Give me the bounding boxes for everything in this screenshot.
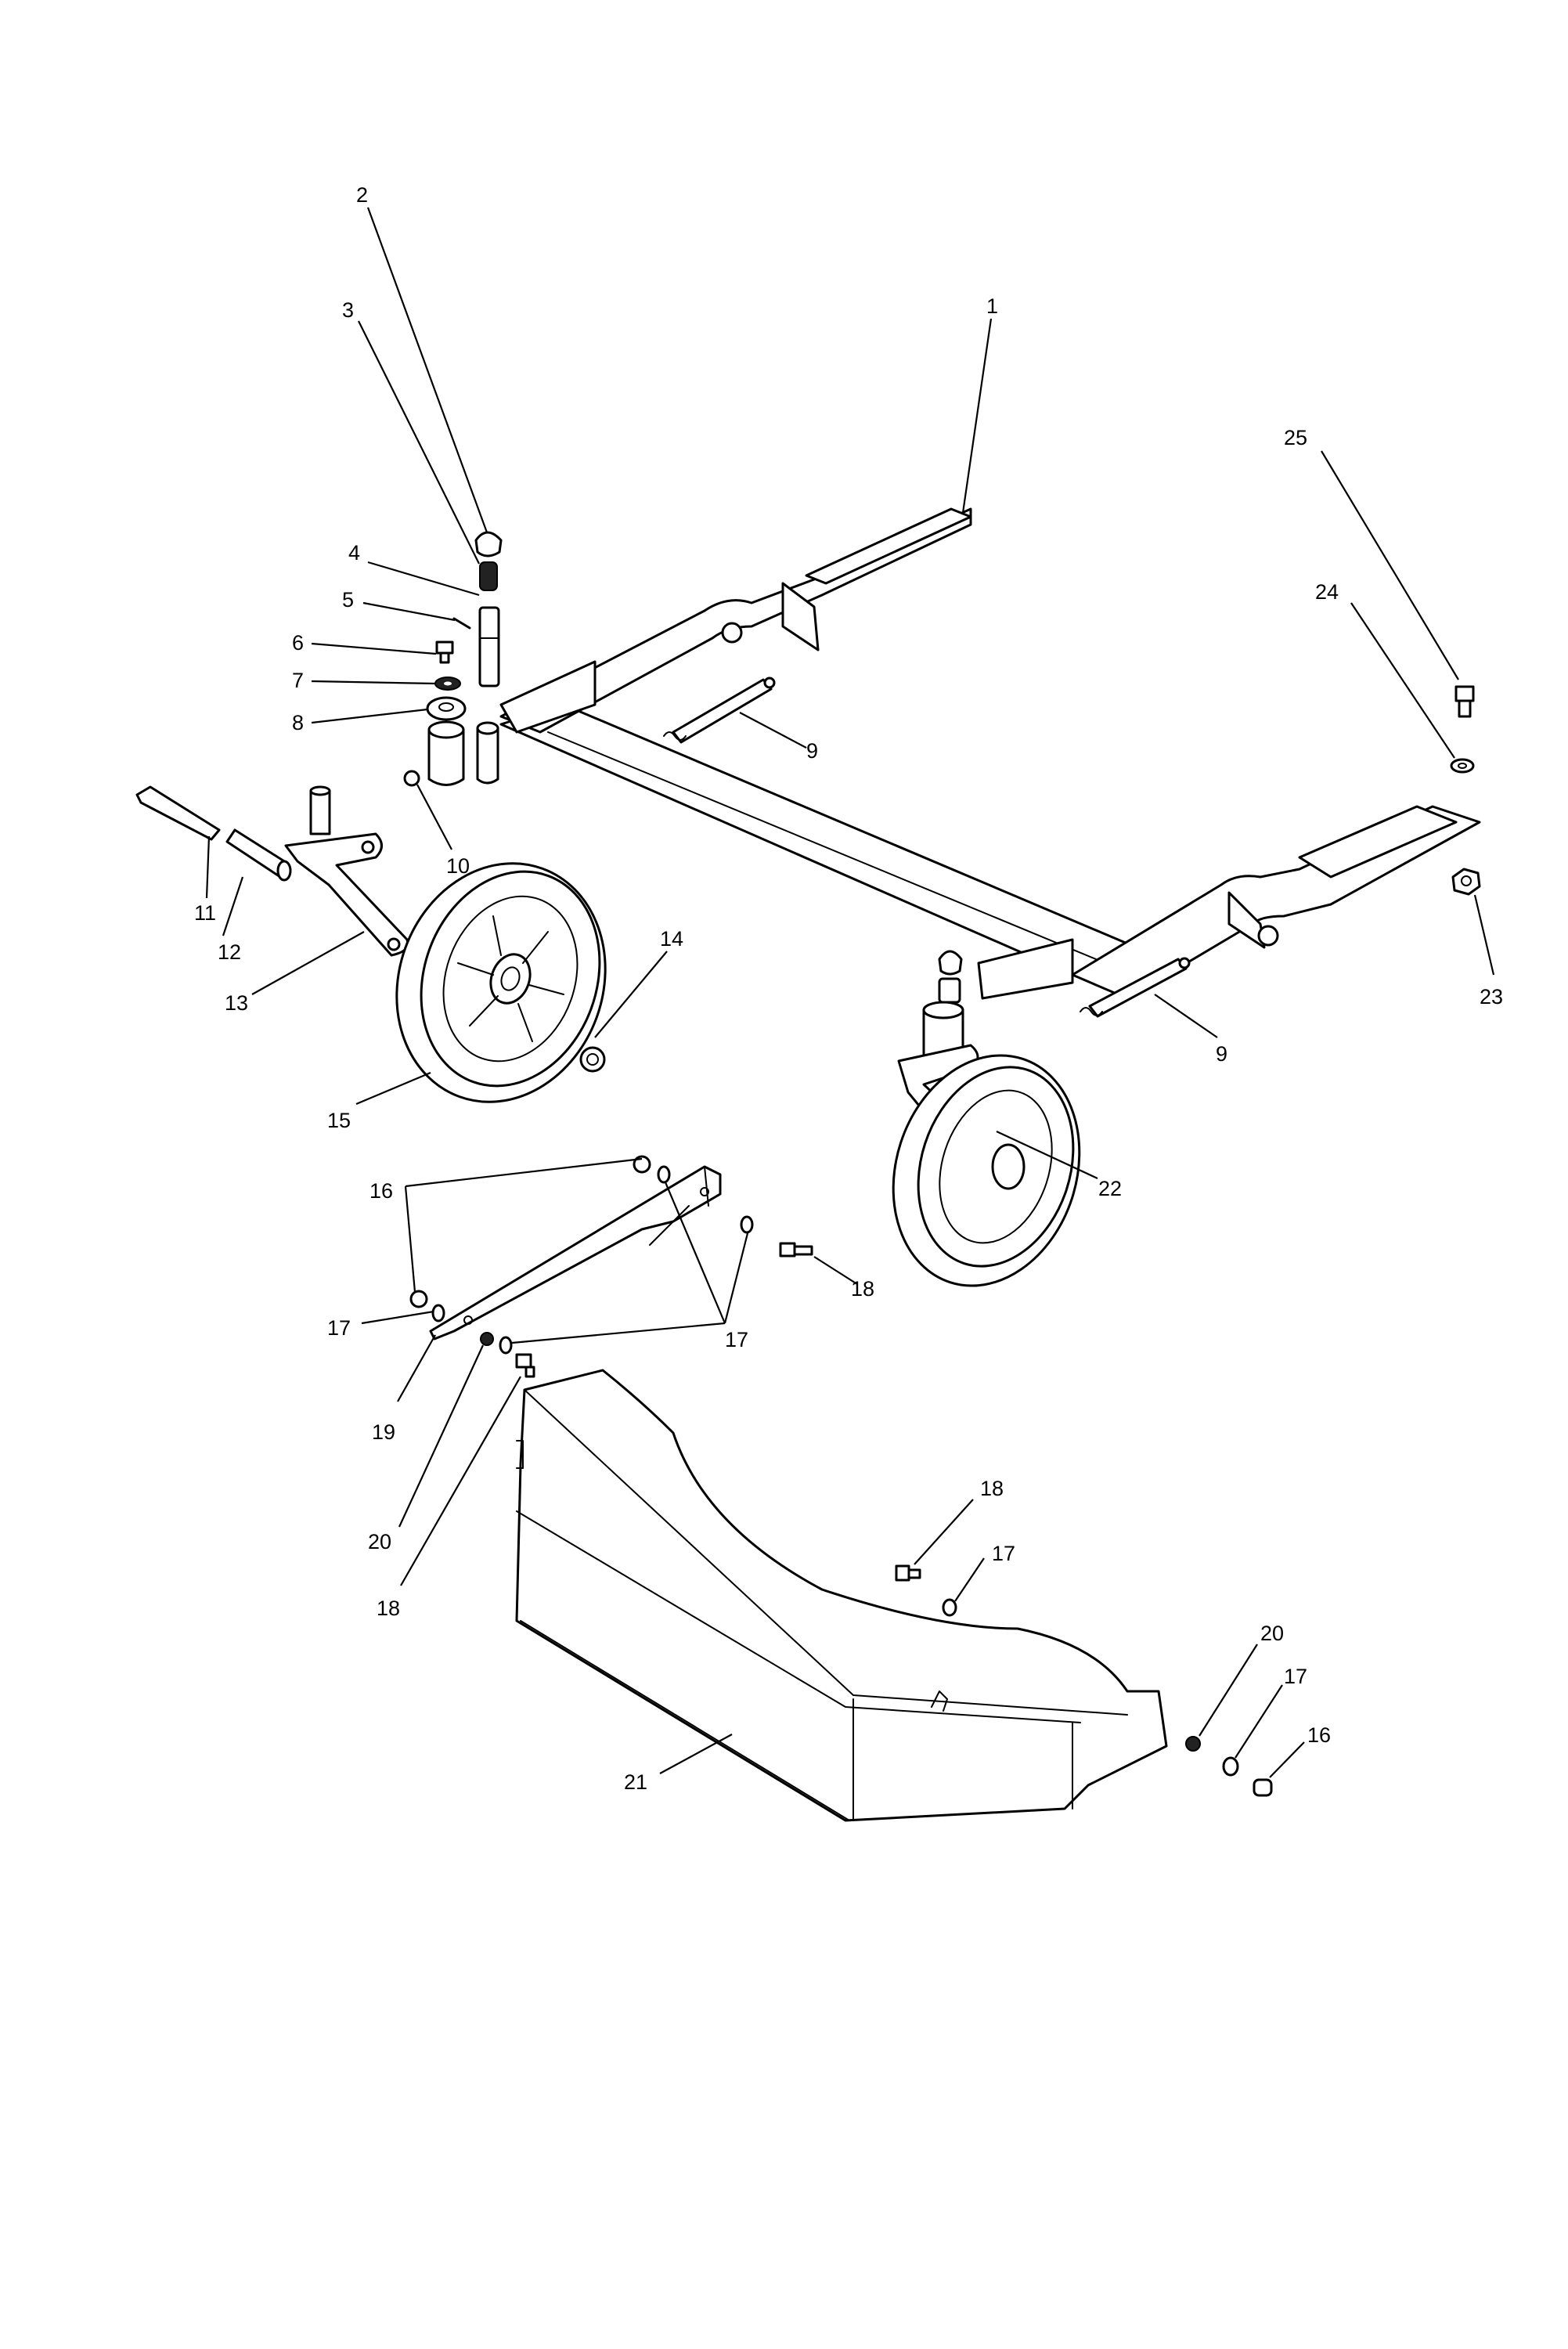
leader-lines bbox=[205, 207, 1495, 1778]
callout-5: 5 bbox=[342, 588, 354, 612]
callout-2: 2 bbox=[356, 183, 368, 207]
support-bracket bbox=[429, 1165, 722, 1340]
callout-11: 11 bbox=[194, 901, 216, 925]
washers-17 bbox=[431, 1165, 754, 1355]
callout-8: 8 bbox=[292, 711, 304, 734]
callout-18-lower-left: 18 bbox=[377, 1597, 400, 1620]
callout-17-left: 17 bbox=[327, 1316, 351, 1340]
axle-spacer bbox=[225, 828, 292, 882]
callout-18-chute: 18 bbox=[980, 1477, 1004, 1500]
callout-4: 4 bbox=[348, 541, 360, 565]
pivot-tube bbox=[427, 720, 499, 786]
caster-knob bbox=[474, 531, 503, 557]
left-wheel bbox=[395, 862, 607, 1103]
callout-7: 7 bbox=[292, 669, 304, 692]
callout-16-lower: 16 bbox=[1307, 1723, 1331, 1747]
right-caster-assembly bbox=[892, 950, 1081, 1287]
callout-9-upper: 9 bbox=[806, 739, 818, 763]
axle-bolt bbox=[135, 785, 221, 841]
hex-bolt-small bbox=[435, 640, 454, 664]
washer bbox=[434, 677, 461, 691]
washer-20-upper bbox=[480, 1332, 494, 1346]
callout-14: 14 bbox=[660, 927, 683, 951]
roll-pin bbox=[452, 617, 471, 630]
wheel-nut bbox=[579, 1046, 606, 1073]
callout-22: 22 bbox=[1098, 1177, 1122, 1200]
callout-18-upper: 18 bbox=[851, 1277, 874, 1301]
callout-17-lower: 17 bbox=[1284, 1665, 1307, 1688]
lower-hardware bbox=[895, 1564, 1273, 1797]
callout-13: 13 bbox=[225, 991, 248, 1015]
callout-16-upper: 16 bbox=[369, 1179, 393, 1203]
caster-fork bbox=[284, 785, 409, 957]
washer-24 bbox=[1450, 758, 1475, 774]
bolts-18-upper bbox=[515, 1242, 813, 1378]
callout-24: 24 bbox=[1315, 580, 1339, 604]
callout-17-chute: 17 bbox=[992, 1542, 1015, 1565]
callout-6: 6 bbox=[292, 631, 304, 655]
callout-15: 15 bbox=[327, 1109, 351, 1132]
caster-pin bbox=[478, 606, 500, 687]
discharge-chute bbox=[515, 1369, 1168, 1822]
callout-labels: 2 3 1 25 4 5 24 6 7 8 9 10 11 12 13 14 2… bbox=[194, 183, 1503, 1794]
callout-9-lower: 9 bbox=[1216, 1042, 1227, 1066]
callout-21: 21 bbox=[624, 1770, 647, 1794]
callout-17-group: 17 bbox=[725, 1328, 748, 1351]
callout-19: 19 bbox=[372, 1420, 395, 1444]
callout-23: 23 bbox=[1480, 985, 1503, 1009]
bolt-25 bbox=[1454, 685, 1475, 718]
main-frame bbox=[499, 507, 1481, 1000]
bushing-cap bbox=[426, 696, 467, 721]
spring-rod-right bbox=[1080, 957, 1191, 1018]
callout-10: 10 bbox=[446, 854, 470, 878]
nut-23 bbox=[1451, 868, 1481, 896]
callout-1: 1 bbox=[986, 294, 998, 318]
callout-12: 12 bbox=[218, 940, 241, 964]
caster-spring bbox=[479, 561, 498, 591]
callout-20-upper: 20 bbox=[368, 1530, 391, 1553]
callout-25: 25 bbox=[1284, 426, 1307, 449]
nut-16-upper bbox=[409, 1155, 651, 1308]
lock-nut bbox=[403, 770, 420, 787]
callout-20-lower: 20 bbox=[1260, 1622, 1284, 1645]
spring-rod-left bbox=[663, 677, 776, 744]
callout-3: 3 bbox=[342, 298, 354, 322]
